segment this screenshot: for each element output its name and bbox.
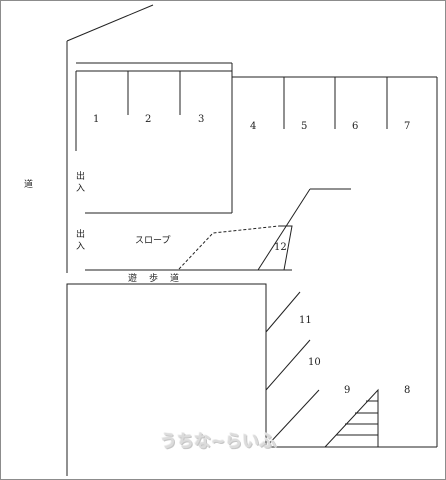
space-number-7: 7 — [404, 121, 410, 132]
space-number-4: 4 — [250, 121, 256, 132]
stall-9-line — [265, 389, 320, 448]
space-number-9: 9 — [344, 385, 350, 396]
walkway-char-2: 歩 — [149, 272, 158, 284]
road-label: 道 — [24, 178, 33, 190]
exit-bottom-char-2: 入 — [76, 241, 85, 252]
watermark-text: うちな~らいふ — [160, 432, 277, 452]
watermark-logo: うちな~らいふ — [160, 427, 276, 452]
slope-label: スロープ — [135, 235, 170, 246]
walkway-char-3: 道 — [170, 272, 179, 284]
lower-building-outline — [66, 283, 437, 476]
ramp-diagonal-edge — [257, 188, 311, 271]
slope-dashed-line — [178, 225, 280, 270]
space-number-11: 11 — [299, 315, 312, 326]
space-number-5: 5 — [301, 121, 307, 132]
space-number-3: 3 — [198, 114, 204, 125]
exit-top-char-2: 入 — [76, 183, 85, 194]
exit-bottom-char-1: 出 — [76, 228, 85, 240]
space-number-12: 12 — [274, 242, 287, 253]
stall-11-line — [265, 291, 301, 333]
stall-10-line — [265, 339, 311, 391]
staircase-outline — [324, 388, 379, 448]
space-12-outline — [279, 225, 293, 271]
space-number-1: 1 — [93, 114, 99, 125]
walkway-char-1: 遊 — [128, 272, 137, 284]
space-number-6: 6 — [352, 121, 358, 132]
space-number-2: 2 — [145, 114, 151, 125]
exit-top-char-1: 出 — [76, 170, 85, 182]
space-number-10: 10 — [308, 357, 321, 368]
outer-diagonal-wall — [66, 4, 154, 42]
space-number-8: 8 — [404, 385, 410, 396]
